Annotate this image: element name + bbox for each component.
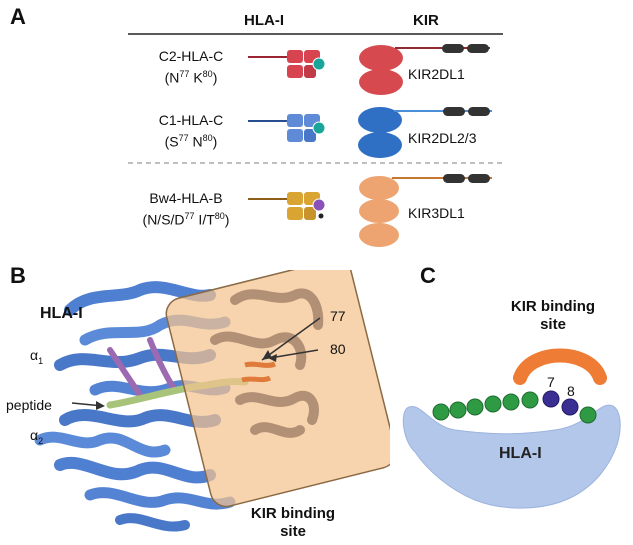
c2-hla-glyph [248, 50, 326, 78]
panel-b-kir-site-line2: site [280, 523, 306, 540]
kir2dl1-glyph [359, 44, 490, 95]
position-8-label: 8 [567, 383, 575, 399]
position-80-label: 80 [330, 341, 346, 357]
panel-a-graphics [128, 33, 503, 247]
kir-binding-region [165, 270, 390, 508]
kir3dl1-glyph [359, 174, 492, 247]
peptide-label: peptide [6, 397, 52, 413]
c2-hla-motif: (N77 K80) [164, 69, 218, 86]
bead-8 [561, 398, 579, 416]
kir-arc [513, 348, 607, 385]
hla-kir-structure [34, 270, 390, 532]
panel-b-letter: B [10, 263, 26, 288]
panel-c-kir-site-line2: site [540, 316, 566, 333]
hla-schematic [402, 348, 621, 509]
hla-header: HLA-I [244, 12, 284, 29]
hla-cup [402, 404, 621, 509]
panel-b-hla-label: HLA-I [40, 305, 83, 322]
residue-80 [241, 375, 272, 383]
c1-hla-label: C1-HLA-C (S77 N80) [140, 111, 242, 151]
position-7-label: 7 [547, 374, 555, 390]
panel-c-hla-label: HLA-I [499, 445, 542, 462]
c1-hla-glyph [248, 114, 326, 142]
panel-c-letter: C [420, 263, 436, 288]
bead-7 [542, 390, 560, 408]
arrow-77 [261, 317, 321, 361]
panel-c-kir-site-label: KIR binding site [498, 298, 608, 334]
bw4-hla-name: Bw4-HLA-B [149, 190, 223, 206]
kir-header: KIR [413, 12, 439, 29]
kir2dl1-label: KIR2DL1 [408, 66, 465, 82]
kir2dl23-glyph [358, 107, 492, 158]
bw4-hla-motif: (N/S/D77 I/T80) [142, 211, 230, 228]
bw4-hla-label: Bw4-HLA-B (N/S/D77 I/T80) [128, 189, 244, 229]
c1-hla-motif: (S77 N80) [164, 133, 218, 150]
residue-77 [244, 361, 276, 368]
peptide-beads [432, 390, 597, 424]
panel-a-letter: A [10, 4, 26, 29]
c1-hla-name: C1-HLA-C [158, 112, 224, 128]
arrow-80 [269, 349, 319, 359]
kir-ribbon [210, 288, 324, 438]
c2-hla-label: C2-HLA-C (N77 K80) [140, 47, 242, 87]
alpha1-label: α1 [30, 347, 44, 366]
panel-b-kir-site-label: KIR binding site [238, 505, 348, 541]
kir3dl1-label: KIR3DL1 [408, 205, 465, 221]
bw4-hla-glyph [248, 192, 326, 220]
panel-c-kir-site-line1: KIR binding [510, 298, 596, 315]
panel-b-kir-site-line1: KIR binding [250, 505, 336, 522]
position-77-label: 77 [330, 308, 346, 324]
kir2dl23-label: KIR2DL2/3 [408, 130, 477, 146]
alpha2-label: α2 [30, 427, 44, 446]
c2-hla-name: C2-HLA-C [158, 48, 224, 64]
